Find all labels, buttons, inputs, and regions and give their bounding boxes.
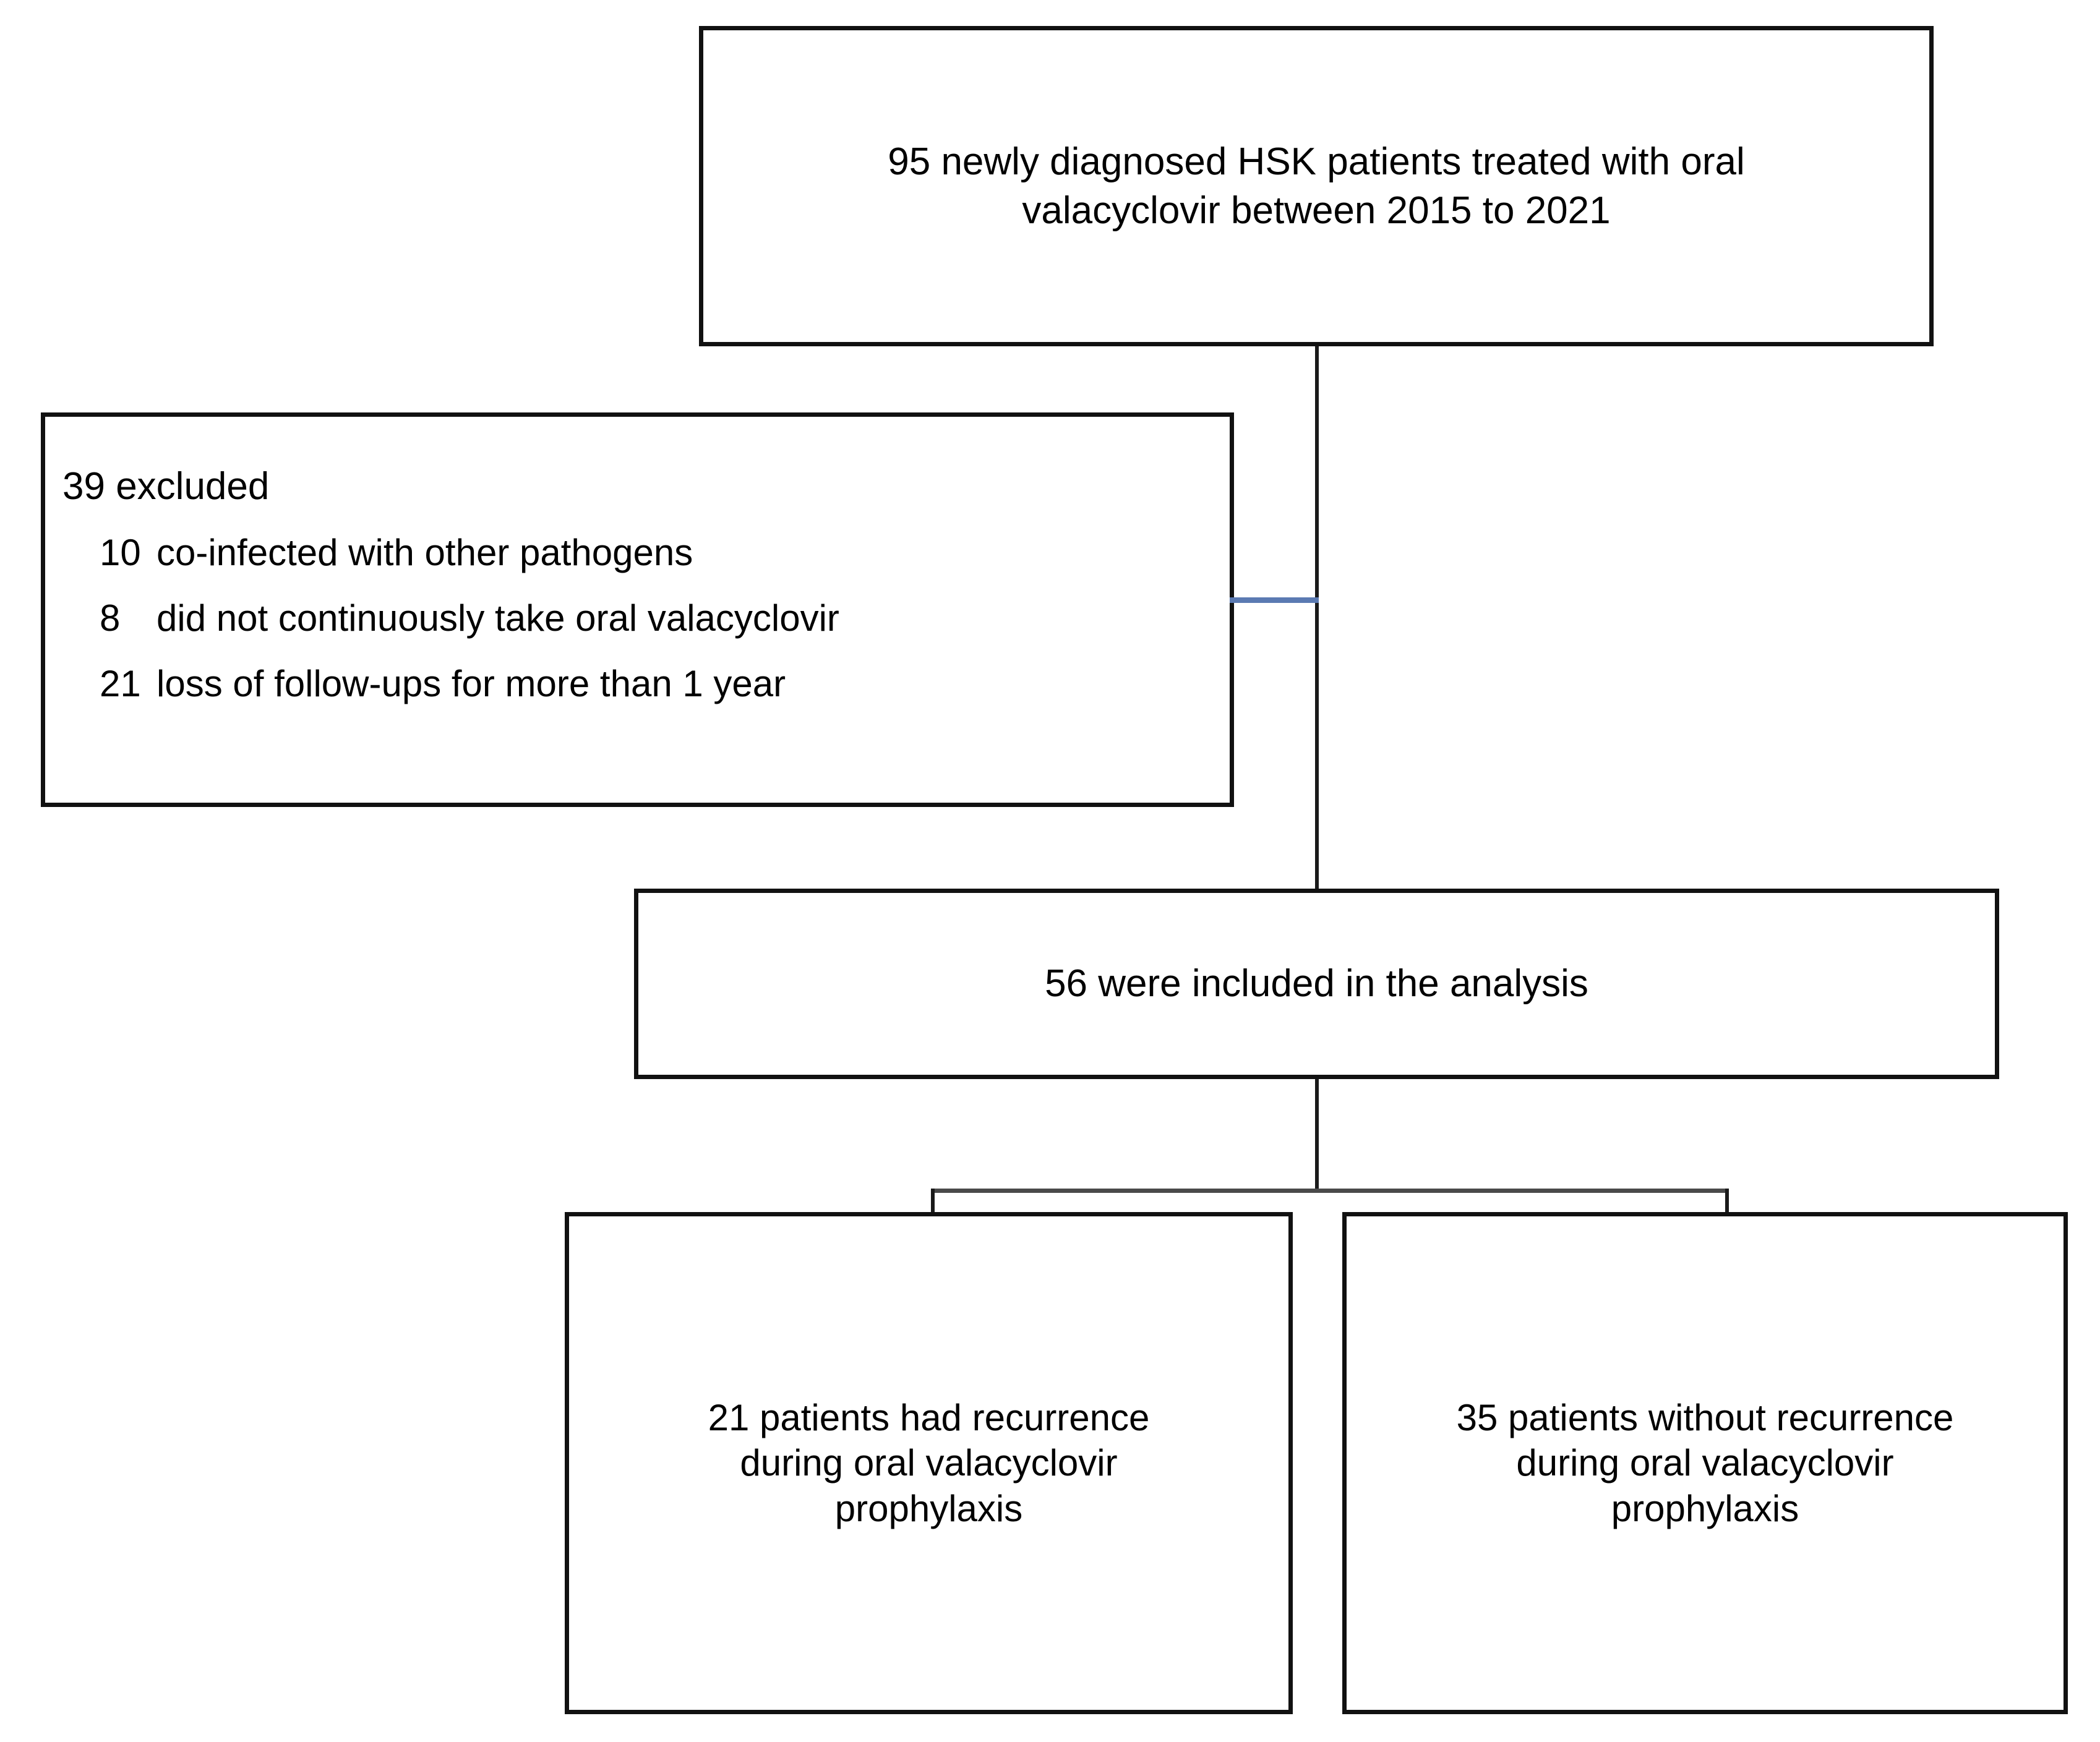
flow-node-excluded: 39 excluded 10 co-infected with other pa…	[41, 412, 1234, 807]
connector-included-to-split	[1315, 1079, 1319, 1193]
flow-node-no-recurrence-label: 35 patients without recurrence during or…	[1456, 1397, 1954, 1529]
exclusion-reason-count: 10	[100, 532, 141, 574]
exclusion-reason-label: loss of follow-ups for more than 1 year	[156, 663, 786, 705]
connector-drop-to-no-recurrence	[1725, 1189, 1729, 1215]
connector-enrolled-to-included	[1315, 346, 1319, 889]
flow-node-excluded-title: 39 excluded	[62, 465, 270, 508]
flow-node-recurrence-label: 21 patients had recurrence during oral v…	[708, 1397, 1150, 1529]
exclusion-reason-label: co-infected with other pathogens	[156, 532, 693, 574]
list-item: 21 loss of follow-ups for more than 1 ye…	[100, 662, 1224, 706]
connector-split-bar	[931, 1189, 1729, 1193]
flow-node-excluded-content: 39 excluded 10 co-infected with other pa…	[62, 464, 1224, 727]
exclusion-reason-label: did not continuously take oral valacyclo…	[156, 597, 839, 639]
exclusion-reason-count: 8	[100, 597, 121, 639]
flow-node-no-recurrence: 35 patients without recurrence during or…	[1342, 1212, 2068, 1714]
flow-node-enrolled-label: 95 newly diagnosed HSK patients treated …	[888, 140, 1745, 232]
exclusion-reason-count: 21	[100, 663, 141, 705]
connector-drop-to-recurrence	[931, 1189, 935, 1215]
flow-node-included: 56 were included in the analysis	[634, 889, 1999, 1079]
list-item: 8 did not continuously take oral valacyc…	[100, 596, 1224, 641]
exclusion-reason-list: 10 co-infected with other pathogens 8 di…	[62, 531, 1224, 706]
list-item: 10 co-infected with other pathogens	[100, 531, 1224, 575]
flow-node-recurrence: 21 patients had recurrence during oral v…	[565, 1212, 1293, 1714]
flow-node-enrolled: 95 newly diagnosed HSK patients treated …	[699, 26, 1934, 346]
connector-excluded-to-trunk	[1230, 597, 1319, 603]
flow-node-included-label: 56 were included in the analysis	[1045, 962, 1588, 1005]
